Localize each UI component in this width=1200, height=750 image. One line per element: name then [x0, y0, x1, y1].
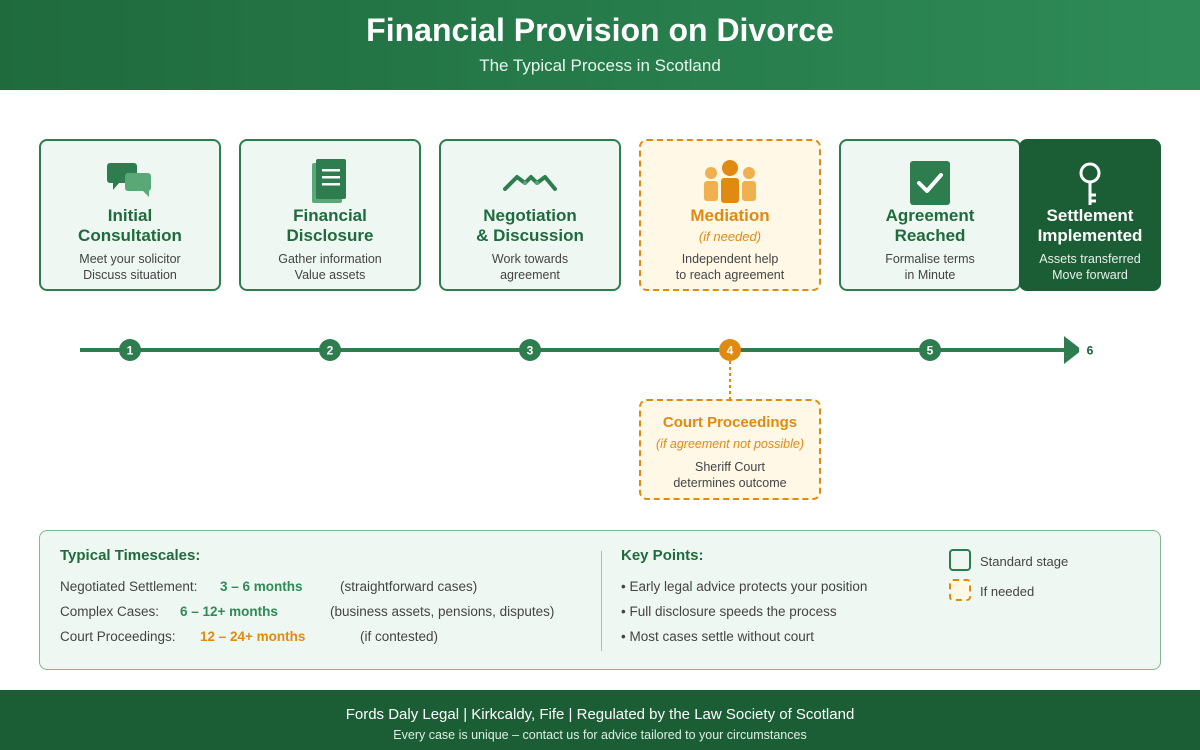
- stage-desc-line: agreement: [500, 268, 560, 282]
- court-desc-line: Sheriff Court: [695, 460, 765, 474]
- timeline-step-3: 3: [519, 339, 541, 361]
- stage-title-line: Implemented: [1037, 226, 1143, 245]
- document-icon: [241, 157, 419, 205]
- footer-disclaimer: Every case is unique – contact us for ad…: [393, 728, 807, 742]
- timescale-value: 6 – 12+ months: [180, 604, 278, 619]
- stage-desc-line: to reach agreement: [675, 268, 785, 282]
- timescale-label: Court Proceedings:: [60, 629, 176, 644]
- timeline-step-number: 3: [527, 344, 534, 358]
- timeline-step-number: 2: [327, 344, 334, 358]
- timescale-value: 12 – 24+ months: [200, 629, 306, 644]
- timescale-note: (business assets, pensions, disputes): [330, 604, 555, 619]
- stage-title-line: Financial: [293, 206, 367, 225]
- timescales-heading: Typical Timescales:: [60, 547, 201, 564]
- stage-title-line: Reached: [894, 226, 966, 245]
- stage-desc-line: Discuss situation: [83, 268, 177, 282]
- stage-desc-line: Formalise terms: [885, 252, 975, 266]
- people-group-icon: [641, 159, 819, 207]
- stage-financial-disclosure: Financial Disclosure Gather information …: [239, 139, 421, 291]
- stage-desc-line: Gather information: [278, 252, 382, 266]
- checkmark-icon: [841, 159, 1019, 207]
- legend-optional-swatch: [949, 579, 971, 601]
- stage-title-line: Consultation: [78, 226, 182, 245]
- court-desc-line: determines outcome: [673, 476, 787, 490]
- stage-mediation: Mediation (if needed) Independent help t…: [639, 139, 821, 291]
- footer-firm-line: Fords Daly Legal | Kirkcaldy, Fife | Reg…: [345, 706, 855, 723]
- timeline-step-1: 1: [119, 339, 141, 361]
- timeline-step-number: 1: [127, 344, 134, 358]
- timeline-step-4: 4: [719, 339, 741, 361]
- header-banner: Financial Provision on Divorce The Typic…: [0, 0, 1200, 90]
- timeline-step-2: 2: [319, 339, 341, 361]
- timescale-note: (straightforward cases): [340, 579, 478, 594]
- court-proceedings-box: Court Proceedings (if agreement not poss…: [639, 399, 821, 500]
- timeline-arrow-icon: [1064, 336, 1082, 364]
- stage-title-line: Disclosure: [286, 226, 374, 245]
- key-point-item: • Full disclosure speeds the process: [621, 604, 837, 619]
- timeline-step-number: 6: [1087, 344, 1094, 358]
- stage-desc-line: Work towards: [491, 252, 569, 266]
- timescale-value: 3 – 6 months: [220, 579, 303, 594]
- stage-note: (if needed): [698, 229, 762, 244]
- timescale-note: (if contested): [360, 629, 439, 644]
- legend-optional-label: If needed: [980, 584, 1035, 599]
- stage-desc-line: Meet your solicitor: [79, 252, 181, 266]
- speech-bubbles-icon: [41, 159, 219, 207]
- stage-desc-line: in Minute: [904, 268, 956, 282]
- stage-title-line: Agreement: [885, 206, 975, 225]
- key-point-item: • Most cases settle without court: [621, 629, 815, 644]
- stage-title-line: & Discussion: [476, 226, 584, 245]
- timescale-label: Complex Cases:: [60, 604, 160, 619]
- court-note: (if agreement not possible): [656, 437, 804, 451]
- timeline-step-6: 6: [1079, 339, 1101, 361]
- key-point-item: • Early legal advice protects your posit…: [621, 579, 868, 594]
- legend-standard-label: Standard stage: [980, 554, 1069, 569]
- stage-desc-line: Assets transferred: [1039, 252, 1141, 266]
- stage-settlement-implemented: Settlement Implemented Assets transferre…: [1019, 139, 1161, 291]
- stage-title-line: Negotiation: [483, 206, 577, 225]
- footer: Fords Daly Legal | Kirkcaldy, Fife | Reg…: [0, 690, 1200, 750]
- stage-agreement-reached: Agreement Reached Formalise terms in Min…: [839, 139, 1021, 291]
- stage-title-line: Settlement: [1046, 206, 1134, 225]
- page-title: Financial Provision on Divorce: [366, 12, 834, 48]
- panel-divider: [601, 551, 602, 651]
- timescale-label: Negotiated Settlement:: [60, 579, 198, 594]
- info-panel: Typical Timescales: Negotiated Settlemen…: [39, 530, 1161, 670]
- stage-desc-line: Independent help: [681, 252, 779, 266]
- timeline-step-5: 5: [919, 339, 941, 361]
- court-title: Court Proceedings: [662, 414, 798, 431]
- stage-title-line: Mediation: [690, 206, 770, 225]
- legend-standard-swatch: [949, 549, 971, 571]
- page-subtitle: The Typical Process in Scotland: [479, 56, 721, 75]
- key-icon: [1021, 161, 1159, 209]
- stage-negotiation: Negotiation & Discussion Work towards ag…: [439, 139, 621, 291]
- stage-desc-line: Value assets: [294, 268, 366, 282]
- timeline-step-number: 5: [927, 344, 934, 358]
- handshake-icon: [441, 169, 619, 217]
- stage-initial-consultation: Initial Consultation Meet your solicitor…: [39, 139, 221, 291]
- timeline-step-number: 4: [727, 344, 734, 358]
- timeline: 1 2 3 4 5 6: [80, 336, 1101, 399]
- key-points-heading: Key Points:: [621, 547, 704, 564]
- stage-desc-line: Move forward: [1052, 268, 1128, 282]
- stage-title-line: Initial: [107, 206, 153, 225]
